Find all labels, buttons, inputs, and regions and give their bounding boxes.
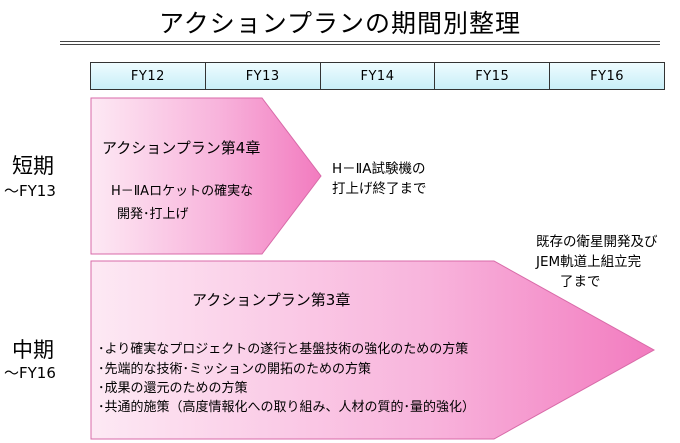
chapter3-title: アクションプラン第3章	[192, 291, 351, 309]
chapter3-note-line-1: 既存の衛星開発及び	[536, 234, 658, 250]
short-term-range: ～FY13	[4, 182, 56, 200]
title-underline-top	[60, 41, 660, 42]
chapter3-note-line-3: 了まで	[560, 274, 601, 290]
chapter4-line-2: 開発･打上げ	[117, 207, 189, 222]
timeline-cell-fy12: FY12	[91, 63, 206, 89]
timeline-cell-fy14: FY14	[320, 63, 436, 89]
chapter3-note-line-2: JEM軌道上組立完	[536, 254, 642, 270]
fiscal-year-timeline: FY12 FY13 FY14 FY15 FY16	[90, 62, 665, 90]
chapter3-bullet-3: ･成果の還元のための方策	[98, 381, 248, 396]
chapter4-arrow-shape	[90, 97, 322, 255]
chapter3-bullet-1: ･より確実なプロジェクトの遂行と基盤技術の強化のための方策	[98, 342, 469, 357]
chapter4-note-line-2: 打上げ終了まで	[332, 181, 427, 197]
mid-term-label: 中期	[12, 338, 54, 362]
timeline-cell-fy13: FY13	[205, 63, 321, 89]
chapter3-bullet-4: ･共通的施策（高度情報化への取り組み、人材の質的･量的強化）	[98, 400, 476, 415]
timeline-cell-fy15: FY15	[435, 63, 551, 89]
page-title: アクションプランの期間別整理	[158, 9, 521, 38]
chapter3-arrow-shape	[90, 260, 656, 440]
timeline-cell-fy16: FY16	[550, 63, 664, 89]
chapter4-line-1: H－ⅡAロケットの確実な	[111, 184, 254, 199]
chapter4-note-line-1: H－ⅡA試験機の	[332, 161, 426, 177]
mid-term-range: ～FY16	[4, 364, 56, 382]
title-underline-bottom	[60, 44, 660, 45]
chapter4-title: アクションプラン第4章	[102, 139, 261, 157]
chapter3-bullet-2: ･先端的な技術･ミッションの開拓のための方策	[98, 362, 372, 377]
short-term-label: 短期	[12, 154, 54, 178]
